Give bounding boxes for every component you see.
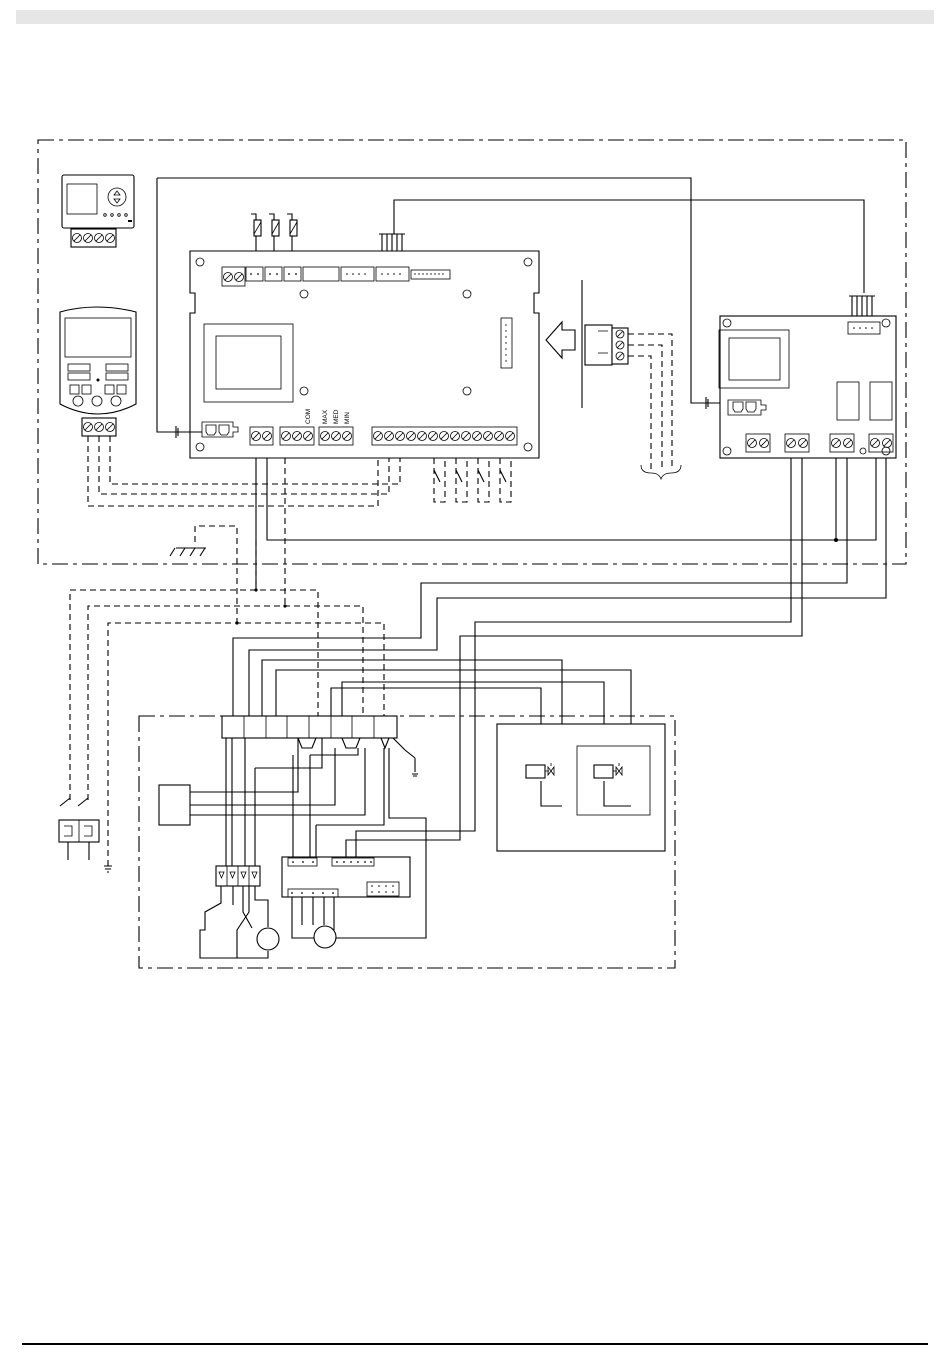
label-med: MED bbox=[333, 409, 340, 424]
unit-internal-wiring bbox=[190, 738, 426, 938]
sensor-brace bbox=[641, 465, 681, 479]
fuse-icon bbox=[251, 214, 297, 251]
arrow-icon bbox=[546, 322, 575, 358]
label-min: MIN bbox=[344, 412, 351, 424]
isolator-switch bbox=[59, 798, 112, 872]
valve-section bbox=[497, 724, 665, 851]
pump-motor-icon bbox=[314, 926, 336, 948]
switch-contacts bbox=[434, 458, 511, 502]
motor-icon bbox=[257, 928, 279, 950]
label-max: MAX bbox=[322, 409, 329, 424]
main-power-loop bbox=[256, 458, 876, 590]
wall-controller bbox=[60, 307, 136, 436]
earth-icon bbox=[170, 526, 237, 624]
secondary-board bbox=[719, 296, 896, 458]
unit-control-board bbox=[282, 857, 410, 897]
main-control-board bbox=[190, 251, 539, 458]
unit-component-box bbox=[159, 785, 190, 825]
fan-wiring bbox=[200, 886, 268, 958]
label-com: COM bbox=[305, 409, 312, 424]
sensor-leads bbox=[628, 334, 672, 470]
room-thermostat bbox=[62, 175, 134, 247]
sensor-connector bbox=[582, 280, 628, 408]
fan-terminal bbox=[216, 866, 260, 886]
footer-rule bbox=[22, 1343, 928, 1345]
unit-terminal-block bbox=[222, 716, 397, 748]
